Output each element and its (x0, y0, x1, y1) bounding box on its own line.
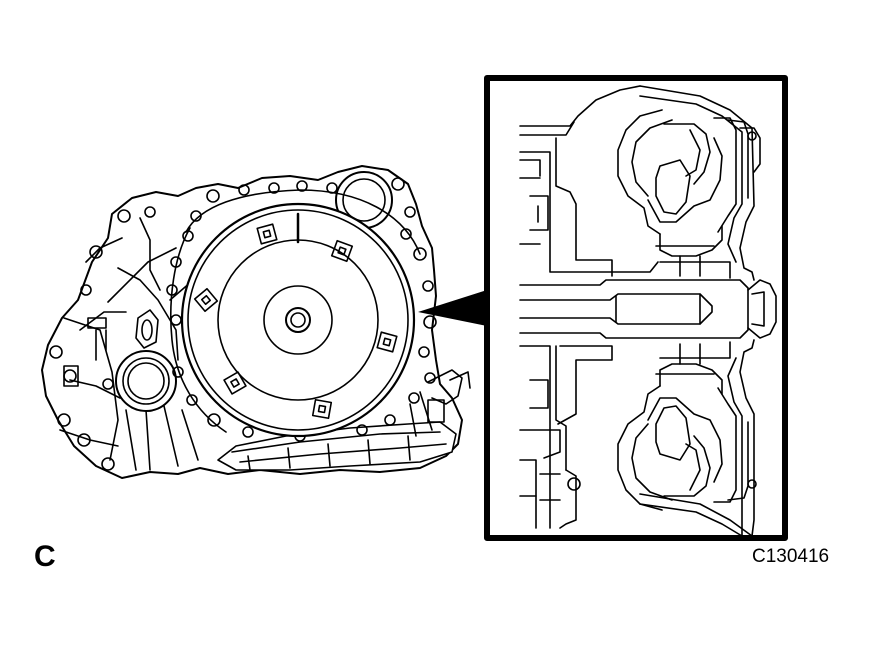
converter-pilot (286, 308, 310, 332)
housing-bolt (78, 434, 90, 446)
housing-bolt (90, 246, 102, 258)
housing-bolt (50, 346, 62, 358)
cross-section-detail (487, 78, 785, 538)
stator-support (520, 86, 658, 528)
torque-converter (182, 204, 414, 436)
housing-bolt (102, 458, 114, 470)
housing-bolt (103, 379, 113, 389)
torque-converter-upper-half (618, 86, 760, 280)
housing-bolt (118, 210, 130, 222)
view-letter: C (34, 540, 56, 573)
converter-hub-ring (264, 286, 332, 354)
torque-converter-lower-half (618, 340, 756, 536)
housing-bolt (58, 414, 70, 426)
differential-seal (116, 351, 176, 411)
converter-mounting-nuts (195, 224, 397, 418)
housing-bolt (81, 285, 91, 295)
converter-outer-rim (182, 204, 414, 436)
housing-bolt (145, 207, 155, 217)
input-shaft (520, 280, 776, 338)
figure-code: C130416 (752, 546, 830, 567)
detail-frame (487, 78, 785, 538)
callout-pointer (418, 290, 487, 326)
